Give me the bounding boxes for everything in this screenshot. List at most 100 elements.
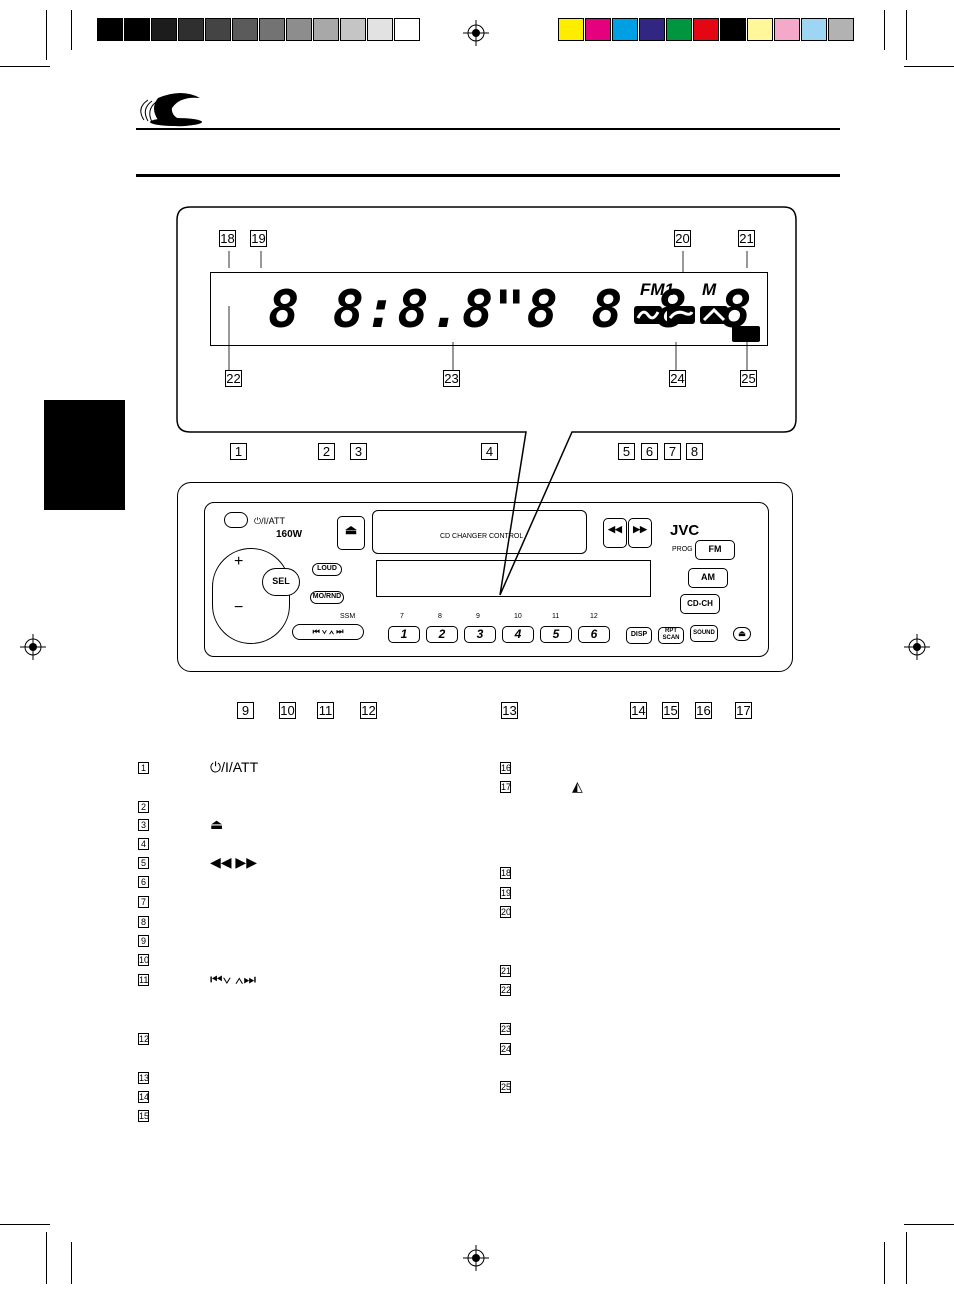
legend-ref-number: 19 [500,887,512,899]
cd-changer-button[interactable]: CD-CH [680,594,720,614]
legend-ref-number: 18 [500,867,512,879]
legend-ref-number: 24 [500,1043,512,1055]
color-swatch [666,18,692,41]
preset-upper-label: 9 [476,613,480,620]
legend-ref-number: 3 [138,819,149,831]
legend-ref-number: 11 [138,974,149,986]
legend-ref-number: 15 [138,1110,150,1122]
color-swatch [259,18,285,41]
legend-symbol: ◭ [572,778,583,794]
sound-button[interactable]: SOUND [690,625,718,642]
legend-ref-number: 2 [138,801,149,813]
eject-button[interactable]: ⏏ [337,516,365,550]
preset-button-2[interactable]: 2 [426,626,458,643]
color-swatch [558,18,584,41]
wattage-label: 160W [276,529,303,540]
sel-button[interactable]: SEL [262,568,300,596]
prog-label: PROG [672,546,693,553]
legend-ref-number: 10 [138,954,150,966]
preset-upper-label: 12 [590,613,598,620]
preset-button-5[interactable]: 5 [540,626,572,643]
color-swatch [97,18,123,41]
lcd-mono-indicator: M [702,280,717,299]
legend-ref-number: 8 [138,916,149,928]
lcd-sound-icons [634,306,729,331]
fast-forward-button[interactable]: ▶▶ [628,518,652,548]
loud-button[interactable]: LOUD [312,563,342,576]
callout-number: 21 [738,230,755,247]
preset-upper-label: 7 [400,613,404,620]
rewind-button[interactable]: ◀◀ [603,518,627,548]
legend-symbol: ◀◀ ▶▶ [210,854,257,870]
color-swatch [124,18,150,41]
callout-number: 3 [350,443,367,460]
callout-number: 10 [279,702,296,719]
rpt-label: RPT [665,628,677,634]
callout-number: 11 [317,702,334,719]
preset-button-6[interactable]: 6 [578,626,610,643]
legend-ref-number: 12 [138,1033,150,1045]
scan-label: SCAN [662,635,680,641]
callout-number: 5 [618,443,635,460]
callout-number: 1 [230,443,247,460]
legend-ref-number: 13 [138,1072,150,1084]
color-swatch [693,18,719,41]
legend-ref-number: 5 [138,857,149,869]
power-att-button[interactable] [224,512,248,528]
am-button[interactable]: AM [688,568,728,588]
sound-mode-icon [634,306,728,324]
color-swatch [585,18,611,41]
disp-button[interactable]: DISP [626,627,652,644]
preset-button-1[interactable]: 1 [388,626,420,643]
callout-number: 12 [360,702,377,719]
preset-button-4[interactable]: 4 [502,626,534,643]
legend-ref-number: 6 [138,876,149,888]
callout-number: 4 [481,443,498,460]
callout-number: 24 [669,370,686,387]
color-swatch [367,18,393,41]
display-callout-panel [176,206,797,596]
color-swatch [178,18,204,41]
cd-changer-label: CD CHANGER CONTROL [440,533,524,540]
callout-number: 6 [641,443,658,460]
unit-inner-frame [204,502,769,657]
color-swatch [720,18,746,41]
header-rule [136,128,840,130]
color-swatch [639,18,665,41]
volume-control[interactable] [212,548,290,644]
unit-faceplate [177,482,793,672]
registration-mark-icon [463,1245,489,1271]
brand-logo: JVC [670,522,700,539]
fm-button[interactable]: FM [695,540,735,560]
color-swatch [232,18,258,41]
legend-ref-number: 22 [500,984,512,996]
volume-plus: + [234,553,244,570]
legend-ref-number: 14 [138,1091,150,1103]
callout-number: 13 [501,702,518,719]
lcd-indicator-block [732,326,760,342]
legend-ref-number: 25 [500,1081,512,1093]
color-swatch [205,18,231,41]
mo-rnd-button[interactable]: MO/RND [310,591,344,604]
callout-number: 9 [237,702,254,719]
callout-number: 25 [740,370,757,387]
callout-number: 7 [664,443,681,460]
preset-upper-label: 10 [514,613,522,620]
tune-seek-button[interactable]: ⏮ ∨ ∧ ⏭ [292,624,364,640]
color-swatch [286,18,312,41]
section-rule [136,174,840,177]
lcd-fm-band: FM1 [640,280,674,299]
callout-number: 23 [443,370,460,387]
legend-ref-number: 21 [500,965,512,977]
legend-symbol: ⏏ [210,816,224,832]
color-swatch [747,18,773,41]
preset-button-3[interactable]: 3 [464,626,496,643]
release-button[interactable]: ⏏ [733,627,751,641]
registration-mark-icon [904,634,930,660]
color-swatch [774,18,800,41]
color-swatch [340,18,366,41]
rpt-scan-button[interactable]: RPT SCAN [658,627,684,644]
volume-minus: − [234,599,244,616]
section-logo-icon [140,93,202,127]
display-window [376,560,651,597]
